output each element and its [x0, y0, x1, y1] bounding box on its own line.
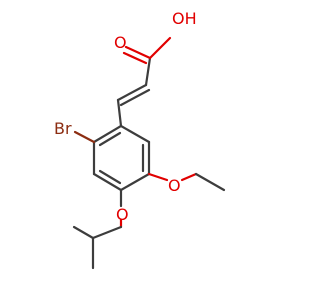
bond-c3-ring: [116, 98, 123, 128]
bond-isopropyl-left: [72, 225, 95, 240]
bond-ethyl: [194, 172, 226, 192]
ring-bond-6: [92, 124, 123, 144]
ring-bond-1: [119, 124, 151, 144]
bond-c2-c3: [116, 83, 148, 102]
atom-label-bromine: Br: [54, 119, 72, 138]
ring-bond-6-inner: [98, 131, 122, 147]
bond-c1-o-double-2: [122, 51, 148, 65]
bond-c1-o-double-1: [124, 45, 152, 60]
molecule-structure: OH O Br O O: [54, 9, 226, 270]
bond-c1-oh: [148, 36, 172, 60]
bond-isopropyl-ch: [91, 225, 123, 240]
bond-ring-o-ethoxy: [147, 172, 169, 182]
atom-label-isopropoxy-o: O: [116, 205, 129, 224]
atom-label-carbonyl-o: O: [114, 33, 127, 52]
atom-label-ethoxy-o: O: [168, 176, 181, 195]
ring-bond-3: [119, 172, 151, 192]
ring-bond-4: [92, 172, 123, 192]
atom-label-carboxyl-oh: OH: [172, 9, 197, 28]
ring-bond-4-inner: [98, 169, 122, 185]
bond-ring-br: [73, 130, 96, 144]
bond-c2-c3-double: [119, 88, 151, 107]
bond-o-ethyl: [180, 172, 198, 182]
bond-c1-c2: [144, 56, 152, 87]
structure-canvas: OH O Br O O: [54, 9, 226, 270]
